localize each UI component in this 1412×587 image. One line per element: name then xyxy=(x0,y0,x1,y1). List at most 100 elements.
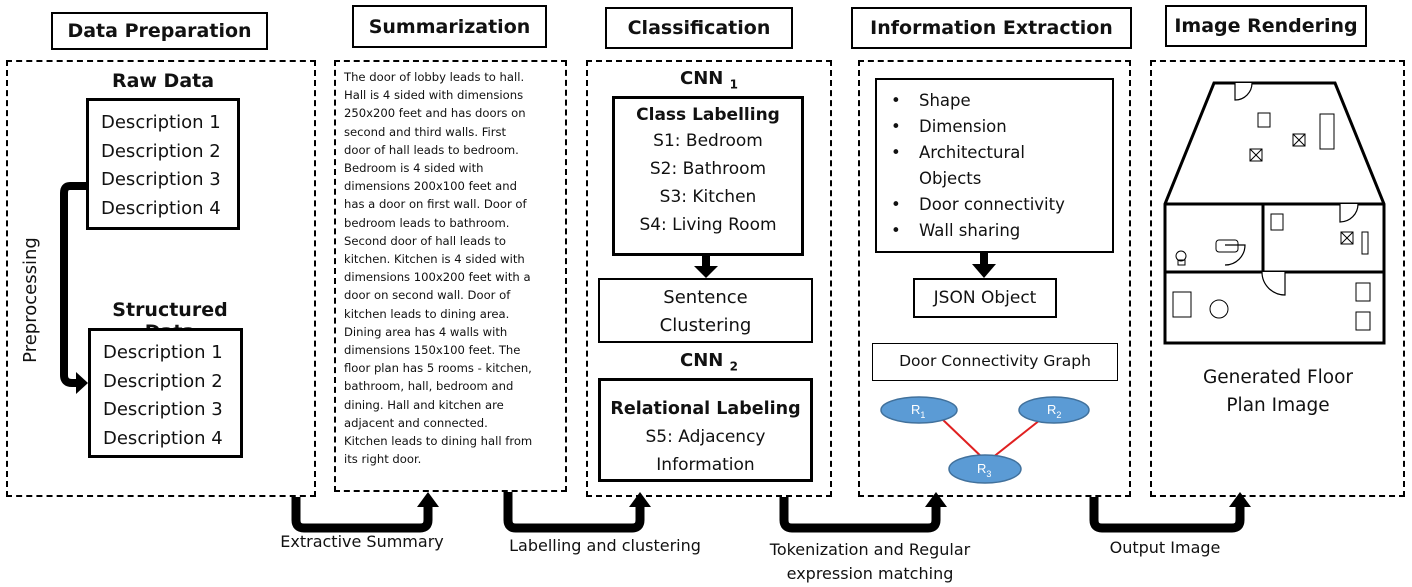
information-extraction-panel xyxy=(858,60,1131,497)
door-connectivity-graph-title: Door Connectivity Graph xyxy=(872,343,1118,381)
relational-line-2: Information xyxy=(656,455,755,475)
summarization-header: Summarization xyxy=(352,5,547,48)
cnn2-label: CNN 2 xyxy=(600,350,818,374)
cnn1-subscript: 1 xyxy=(729,77,738,92)
transition-arrow-2 xyxy=(503,492,651,533)
feature-label: Wall sharing xyxy=(919,221,1021,240)
graph-node-r1-label: R1 xyxy=(911,402,925,420)
preprocessing-arrowhead xyxy=(76,372,88,394)
structured-description-4: Description 4 xyxy=(103,427,223,449)
floor-plan-image xyxy=(1163,81,1386,345)
image-rendering-header: Image Rendering xyxy=(1165,5,1367,47)
relational-line-1: S5: Adjacency xyxy=(645,427,766,447)
output-image-label: Output Image xyxy=(1109,538,1221,557)
features-to-json-arrowhead xyxy=(972,264,996,278)
graph-node-r3-label: R3 xyxy=(977,461,991,479)
summary-line: door on second wall. Door of xyxy=(344,288,511,303)
structured-description-1: Description 1 xyxy=(103,342,223,363)
feature-label: Shape xyxy=(919,91,971,110)
feature-item: •Shape xyxy=(891,88,1112,114)
summary-line: kitchen leads to dining area. xyxy=(344,306,510,321)
feature-label: Dimension xyxy=(919,117,1007,136)
tokenization-line-2: expression matching xyxy=(786,564,954,583)
raw-description-4: Description 4 xyxy=(101,197,221,219)
summary-line: dimensions 150x100 feet. The xyxy=(344,343,521,358)
transition-arrow-1 xyxy=(291,492,439,533)
class-labelling-title: Class Labelling xyxy=(636,105,780,125)
transition-arrow-4 xyxy=(1089,492,1251,533)
caption-line-2: Plan Image xyxy=(1226,395,1330,416)
summary-line: has a door on first wall. Door of xyxy=(344,197,527,212)
summary-line: Hall is 4 sided with dimensions xyxy=(344,88,524,103)
summary-line: floor plan has 5 rooms - kitchen, xyxy=(344,361,532,376)
raw-description-3: Description 3 xyxy=(101,169,221,190)
summary-line: door of hall leads to bedroom. xyxy=(344,142,519,157)
labelling-and-clustering-label: Labelling and clustering xyxy=(509,536,701,555)
data-preparation-panel xyxy=(6,60,316,497)
class-item-2: S2: Bathroom xyxy=(649,159,767,179)
data-preparation-header: Data Preparation xyxy=(51,12,268,50)
graph-node-r3 xyxy=(948,454,1022,484)
preprocessing-arrow xyxy=(60,182,86,387)
classification-panel xyxy=(586,60,832,497)
summary-line: its right door. xyxy=(344,452,422,467)
information-extraction-header: Information Extraction xyxy=(851,7,1132,49)
graph-node-r1 xyxy=(880,396,958,424)
summary-line: dining. Hall and kitchen are xyxy=(344,397,504,412)
class-item-4: S4: Living Room xyxy=(639,215,777,235)
summary-line: 250x200 feet and has doors on xyxy=(344,106,526,121)
raw-description-1: Description 1 xyxy=(101,112,221,133)
class-labelling-box: Class Labelling S1: Bedroom S2: Bathroom… xyxy=(612,96,804,256)
summarization-panel xyxy=(334,60,567,492)
relational-labeling-box: Relational Labeling S5: Adjacency Inform… xyxy=(598,378,813,482)
feature-item: •Architectural Objects xyxy=(891,140,1112,192)
structured-description-2: Description 2 xyxy=(103,370,223,392)
graph-node-r2-label: R2 xyxy=(1047,402,1061,420)
class-item-1: S1: Bedroom xyxy=(653,131,763,151)
transition-arrow-3 xyxy=(779,492,947,533)
raw-description-2: Description 2 xyxy=(101,140,221,162)
summary-line: dimensions 100x200 feet with a xyxy=(344,270,531,285)
class-to-cluster-arrowhead xyxy=(694,266,718,278)
cnn2-subscript: 2 xyxy=(729,359,738,374)
raw-data-title: Raw Data xyxy=(111,70,215,92)
summary-line: Kitchen leads to dining hall from xyxy=(344,434,533,449)
json-object-box: JSON Object xyxy=(913,278,1057,318)
summary-line: Second door of hall leads to xyxy=(344,233,506,248)
summary-line: bedroom leads to bathroom. xyxy=(344,215,510,230)
cnn1-label: CNN 1 xyxy=(600,68,818,92)
door-connectivity-graph: R1 R2 R3 xyxy=(880,396,1090,484)
class-item-3: S3: Kitchen xyxy=(659,187,757,207)
tokenization-label: Tokenization and Regular expression matc… xyxy=(740,538,1000,586)
feature-item: •Door connectivity xyxy=(891,192,1112,218)
summary-line: adjacent and connected. xyxy=(344,415,488,430)
summary-line: The door of lobby leads to hall. xyxy=(344,70,525,84)
graph-edge-r2-r3 xyxy=(991,419,1041,459)
summary-line: Dining area has 4 walls with xyxy=(344,324,508,339)
feature-item: •Dimension xyxy=(891,114,1112,140)
raw-data-box: Description 1 Description 2 Description … xyxy=(86,98,240,230)
caption-line-1: Generated Floor xyxy=(1202,367,1354,388)
structured-data-box: Description 1 Description 2 Description … xyxy=(88,328,243,458)
feature-label: Architectural Objects xyxy=(919,143,1025,188)
summary-line: kitchen. Kitchen is 4 sided with xyxy=(344,252,525,267)
features-to-json-arrow-shaft xyxy=(980,253,988,266)
feature-label: Door connectivity xyxy=(919,195,1065,214)
image-rendering-panel xyxy=(1150,60,1405,497)
classification-header: Classification xyxy=(605,7,793,49)
cnn1-text: CNN xyxy=(680,68,724,89)
summary-text: The door of lobby leads to hall. Hall is… xyxy=(344,68,561,468)
generated-floor-plan-caption: Generated Floor Plan Image xyxy=(1160,364,1396,420)
graph-node-r2 xyxy=(1018,396,1090,424)
summary-line: bathroom, hall, bedroom and xyxy=(344,379,514,394)
cnn2-text: CNN xyxy=(680,350,724,371)
summary-line: dimensions 200x100 feet and xyxy=(344,179,517,194)
extractive-summary-label: Extractive Summary xyxy=(280,532,444,551)
feature-item: •Wall sharing xyxy=(891,218,1112,244)
tokenization-line-1: Tokenization and Regular xyxy=(769,540,971,559)
relational-labeling-title: Relational Labeling xyxy=(610,399,801,419)
class-to-cluster-arrow-shaft xyxy=(702,256,710,269)
features-box: •Shape •Dimension •Architectural Objects… xyxy=(875,78,1114,253)
summary-line: second and third walls. First xyxy=(344,124,507,139)
